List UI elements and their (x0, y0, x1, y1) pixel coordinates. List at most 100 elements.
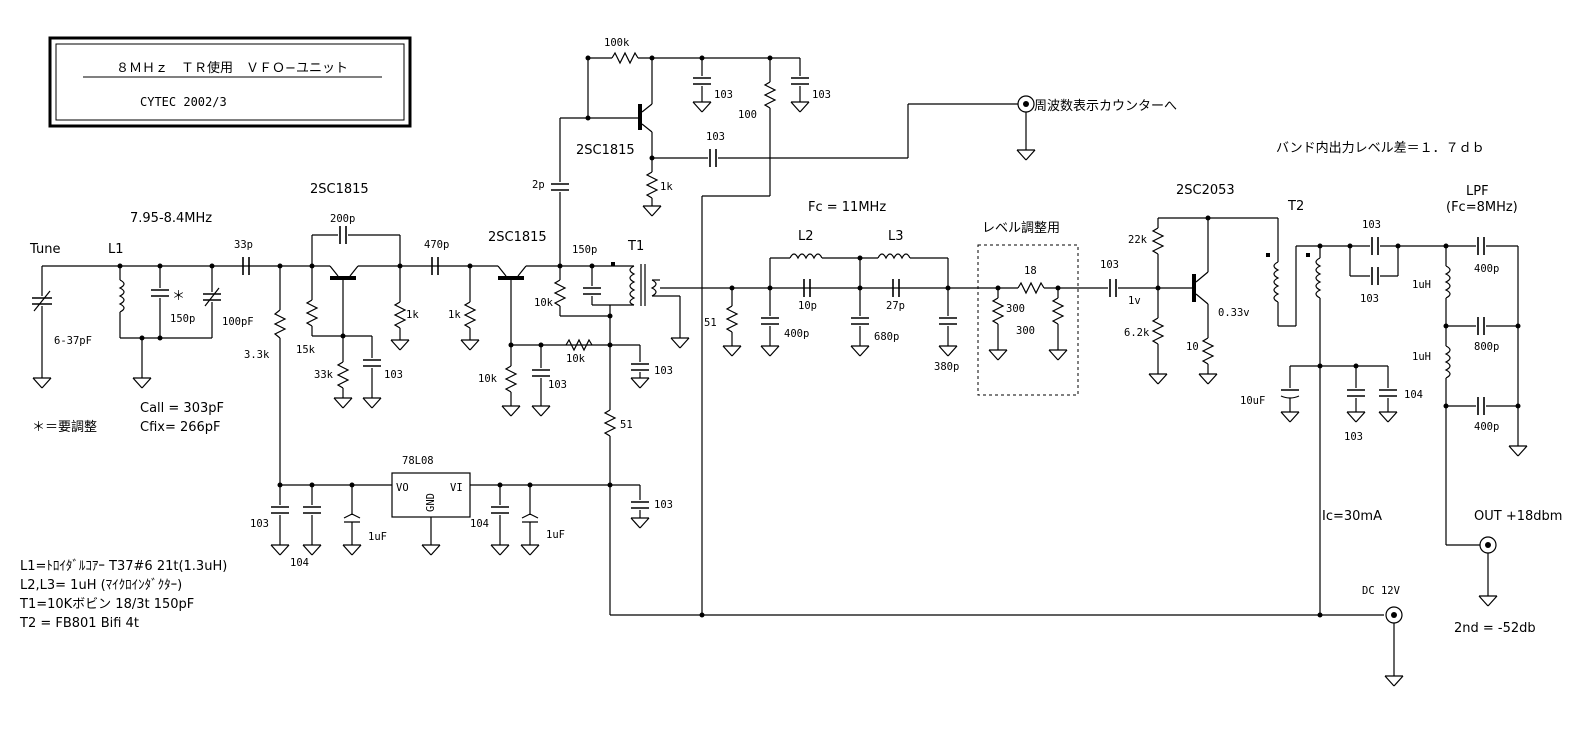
c103e-label: 103 (812, 89, 831, 101)
c2p-label: 2p (532, 179, 545, 191)
t1-label: T1 (627, 239, 644, 254)
oscillator-stage (273, 226, 480, 485)
c150-label: 150p (170, 313, 195, 325)
r1ka-label: 1k (406, 309, 419, 321)
schematic-subtitle: CYTEC 2002/3 (140, 95, 227, 109)
parts-note-t1: T1=10Kボビン 18/3t 150pF (19, 597, 194, 612)
c380p-label: 380p (934, 361, 959, 373)
q1-label: 2SC1815 (310, 182, 369, 197)
schematic-title: ８ＭＨｚ ＴＲ使用 ＶＦＯ−ユニット (116, 60, 348, 76)
r6k2-label: 6.2k (1124, 327, 1150, 339)
counter-buffer-stage (560, 51, 1036, 615)
power-amp-stage (1109, 215, 1398, 615)
r18-label: 18 (1024, 265, 1037, 277)
l2-label: L2 (798, 229, 814, 244)
c1uFa-label: 1uF (368, 531, 387, 543)
v1v-label: 1v (1128, 295, 1141, 307)
level-diff-label: バンド内出力レベル差＝１．７ｄｂ (1276, 140, 1485, 156)
c104a-label: 104 (1404, 389, 1423, 401)
r300a-label: 300 (1006, 303, 1025, 315)
r10-label: 10 (1186, 341, 1199, 353)
lpf-uh2-label: 1uH (1412, 351, 1431, 363)
lpf-400b-label: 400p (1474, 421, 1499, 433)
ic-label: Ic=30mA (1322, 509, 1382, 524)
c103f-label: 103 (706, 131, 725, 143)
c27p-label: 27p (886, 300, 905, 312)
title-box: ８ＭＨｚ ＴＲ使用 ＶＦＯ−ユニット CYTEC 2002/3 (48, 36, 412, 128)
c103l-label: 103 (654, 499, 673, 511)
c103i-label: 103 (1362, 219, 1381, 231)
c10uF-label: 10uF (1240, 395, 1265, 407)
r22k-label: 22k (1128, 234, 1148, 246)
c470-label: 470p (424, 239, 449, 251)
labels: 7.95-8.4MHz Tune L1 6-37pF ＊ 150p 100pF … (19, 37, 1562, 636)
c104b-label: 104 (290, 557, 309, 569)
reg-vi-label: VI (450, 482, 463, 494)
r3k3-label: 3.3k (244, 349, 270, 361)
c400p-label: 400p (784, 328, 809, 340)
r15k-label: 15k (296, 344, 316, 356)
q2-label: 2SC1815 (488, 230, 547, 245)
c104c-label: 104 (470, 518, 489, 530)
r10ka-label: 10k (534, 297, 554, 309)
lpf-800-label: 800p (1474, 341, 1499, 353)
reg-vo-label: VO (396, 482, 409, 494)
parts-note-l1: L1=ﾄﾛｲﾀﾞﾙｺｱｰ T37#6 21t(1.3uH) (20, 559, 227, 574)
dc-label: DC 12V (1362, 585, 1401, 597)
c680p-label: 680p (874, 331, 899, 343)
r100-label: 100 (738, 109, 757, 121)
c103k-label: 103 (250, 518, 269, 530)
c10p-label: 10p (798, 300, 817, 312)
c103d-label: 103 (714, 89, 733, 101)
c103g-label: 103 (1100, 259, 1119, 271)
r51a-label: 51 (620, 419, 633, 431)
c1uFb-label: 1uF (546, 529, 565, 541)
r100k-label: 100k (604, 37, 630, 49)
c200-label: 200p (330, 213, 355, 225)
r1kc-label: 1k (660, 181, 673, 193)
t2-label: T2 (1287, 199, 1304, 214)
call-label: Call = 303pF (140, 401, 224, 416)
level-attenuator (950, 244, 1108, 396)
lpf-uh1-label: 1uH (1412, 279, 1431, 291)
r10kc-label: 10k (566, 353, 586, 365)
supply-rail (610, 606, 1404, 687)
lpf-fc-label: (Fc=8MHz) (1446, 200, 1518, 215)
v033-label: 0.33v (1218, 307, 1250, 319)
counter-label: 周波数表示カウンターへ (1034, 99, 1177, 114)
l3-label: L3 (888, 229, 904, 244)
tune-label: Tune (29, 242, 60, 257)
r1kb-label: 1k (448, 309, 461, 321)
fc-label: Fc = 11MHz (808, 200, 886, 215)
output-lpf (1320, 237, 1528, 607)
r33k-label: 33k (314, 369, 334, 381)
c150b-label: 150p (572, 244, 597, 256)
r10kb-label: 10k (478, 373, 498, 385)
c103a-label: 103 (384, 369, 403, 381)
filter-section (660, 253, 958, 357)
c103b-label: 103 (548, 379, 567, 391)
second-harmonic-label: 2nd = -52db (1454, 621, 1536, 636)
c103j-label: 103 (1360, 293, 1379, 305)
parts-note-t2: T2 = FB801 Bifi 4t (19, 616, 139, 631)
adjust-note: ＊＝要調整 (32, 420, 97, 435)
buffer-stage (470, 118, 660, 615)
lpf-400a-label: 400p (1474, 263, 1499, 275)
r51b-label: 51 (704, 317, 717, 329)
level-adjust-label: レベル調整用 (982, 221, 1060, 236)
r300b-label: 300 (1016, 325, 1035, 337)
adjust-mark: ＊ (172, 289, 185, 304)
c100-label: 100pF (222, 316, 254, 328)
q4-label: 2SC2053 (1176, 183, 1235, 198)
lpf-label: LPF (1466, 184, 1489, 199)
cfix-label: Cfix= 266pF (140, 420, 221, 435)
c103c-label: 103 (654, 365, 673, 377)
l1-label: L1 (108, 242, 124, 257)
out-label: OUT +18dbm (1474, 509, 1562, 524)
regulator-section (270, 472, 650, 556)
parts-note-l2: L2,L3= 1uH (ﾏｲｸﾛｲﾝﾀﾞｸﾀｰ) (20, 578, 182, 593)
c103h-label: 103 (1344, 431, 1363, 443)
tank-circuit (32, 257, 280, 389)
freq-range-label: 7.95-8.4MHz (130, 211, 212, 226)
